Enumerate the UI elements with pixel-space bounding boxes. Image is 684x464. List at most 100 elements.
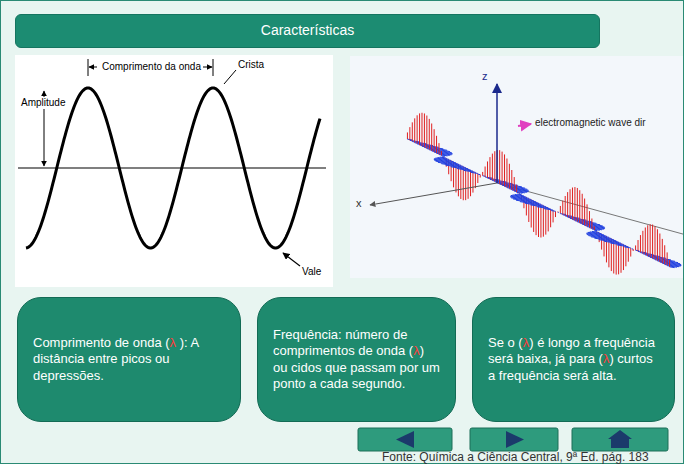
next-arrow — [506, 431, 524, 448]
magnetic-field-line — [632, 248, 633, 249]
electric-field-line — [429, 119, 430, 150]
electric-field-line — [567, 192, 568, 217]
electric-field-line — [543, 205, 544, 236]
electric-field-line — [519, 192, 520, 194]
magnetic-field-line — [471, 172, 478, 173]
magnetic-field-line — [537, 207, 551, 209]
dimension-arrow — [89, 67, 97, 68]
electric-field-line — [635, 245, 636, 250]
nav-button — [358, 428, 452, 451]
electric-field-line — [618, 242, 619, 274]
electric-field-line — [565, 196, 566, 216]
title-text: Características — [24, 22, 591, 40]
em-panel — [350, 56, 683, 278]
electric-field-line — [487, 161, 488, 178]
electric-field-line — [431, 123, 432, 151]
nav-button — [572, 428, 668, 451]
electric-field-line — [579, 190, 580, 223]
electric-field-line — [489, 157, 490, 179]
electric-field-line — [650, 224, 651, 257]
leader-line — [224, 70, 236, 84]
electric-field-line — [463, 166, 464, 200]
electric-field-line — [625, 246, 626, 267]
magnetic-field-line — [544, 209, 553, 210]
info-box: Comprimento de onda (λ ): A distância en… — [17, 297, 241, 422]
sine-wave — [26, 88, 320, 248]
electric-field-line — [553, 210, 554, 222]
electric-field-line — [414, 118, 415, 142]
electric-field-line — [514, 177, 515, 191]
electric-field-line — [426, 116, 427, 149]
electric-field-line — [667, 252, 668, 265]
electric-field-line — [436, 136, 437, 154]
electric-field-line — [633, 249, 634, 251]
electric-field-line — [594, 226, 595, 230]
title-band: Características — [15, 14, 600, 48]
axis-line — [18, 167, 326, 168]
z-axis — [496, 84, 498, 183]
magnetic-field-line — [624, 247, 630, 248]
electric-field-line — [572, 188, 573, 220]
electric-field-line — [470, 170, 471, 196]
electric-field-line — [613, 240, 614, 274]
electric-field-line — [664, 245, 665, 264]
electric-field-line — [540, 204, 541, 237]
axis-label: z — [482, 70, 488, 83]
box-text: Comprimento de onda (λ ): A distância en… — [33, 335, 225, 384]
electric-field-line — [652, 225, 653, 259]
electric-field-line — [562, 201, 563, 215]
dimension-arrow — [203, 67, 212, 68]
info-box: Frequência: número de comprimentos de on… — [257, 297, 456, 422]
electric-field-line — [638, 240, 639, 251]
tick — [88, 59, 89, 76]
electric-field-line — [421, 113, 422, 147]
electric-field-line — [536, 202, 537, 235]
electric-field-line — [494, 151, 495, 182]
electric-field-line — [511, 170, 512, 190]
magnetic-field-line — [592, 229, 600, 230]
electric-field-line — [417, 115, 418, 144]
electric-field-line — [475, 172, 476, 188]
electric-field-line — [485, 166, 486, 177]
direction-arrow — [518, 124, 531, 126]
dimension-label: Comprimento da onda — [101, 61, 202, 73]
electric-field-line — [460, 165, 461, 199]
electric-field-line — [472, 171, 473, 193]
electric-field-line — [424, 113, 425, 147]
electric-field-line — [557, 211, 558, 213]
leader-arrow — [283, 253, 300, 266]
wave-panel — [15, 55, 333, 287]
electric-field-line — [630, 248, 631, 257]
magnetic-field-line — [670, 266, 675, 268]
electric-field-line — [409, 127, 410, 140]
electric-field-line — [659, 233, 660, 262]
electric-field-line — [468, 169, 469, 199]
electric-field-line — [657, 229, 658, 261]
electric-field-line — [499, 150, 500, 184]
electric-field-line — [502, 152, 503, 186]
electric-field-line — [642, 231, 643, 254]
electric-field-line — [587, 204, 588, 226]
magnetic-field-line — [478, 174, 480, 175]
electric-field-line — [506, 159, 507, 188]
magnetic-field-line — [617, 245, 628, 247]
magnetic-field-line — [589, 228, 602, 230]
tick — [213, 59, 214, 76]
electric-field-line — [621, 243, 622, 273]
electric-field-line — [640, 235, 641, 253]
box-text: Frequência: número de comprimentos de on… — [273, 327, 440, 392]
electric-field-line — [616, 241, 617, 275]
electric-field-line — [584, 199, 585, 226]
electric-field-line — [434, 129, 435, 152]
electric-field-line — [441, 151, 442, 156]
electric-field-line — [492, 154, 493, 181]
nav-button — [470, 428, 558, 451]
magnetic-field-line — [514, 191, 525, 193]
electric-field-line — [647, 225, 648, 256]
electric-field-line — [550, 209, 551, 227]
electric-field-line — [504, 154, 505, 186]
electric-field-line — [548, 208, 549, 232]
electric-field-line — [412, 122, 413, 141]
magnetic-field-line — [667, 266, 677, 268]
